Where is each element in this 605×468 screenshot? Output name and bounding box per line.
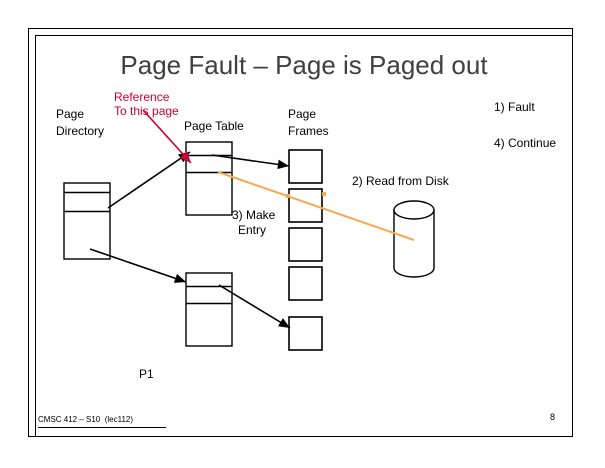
label-step3-line2: Entry [238, 223, 267, 237]
label-reference-line1: Reference [114, 90, 170, 104]
label-step4-continue: 4) Continue [494, 136, 557, 150]
label-step2-read-from-disk: 2) Read from Disk [352, 174, 449, 188]
label-process-p1: P1 [139, 367, 154, 381]
label-page-table: Page Table [184, 119, 244, 133]
label-reference-line2: To this page [114, 104, 179, 118]
page-title: Page Fault – Page is Paged out [120, 50, 488, 80]
footer-page-number: 8 [550, 412, 556, 422]
footer-divider [38, 427, 166, 428]
footer-course-label: CMSC 412 – S10 (lec112) [38, 415, 134, 424]
label-page-directory-line2: Directory [56, 124, 105, 138]
slide-frame-inner [35, 35, 573, 437]
label-step3-line1: 3) Make [232, 208, 276, 222]
label-step1-fault: 1) Fault [494, 100, 535, 114]
label-page-directory-line1: Page [56, 107, 85, 121]
label-page-frames-line2: Frames [288, 124, 329, 138]
label-page-frames-line1: Page [288, 107, 317, 121]
